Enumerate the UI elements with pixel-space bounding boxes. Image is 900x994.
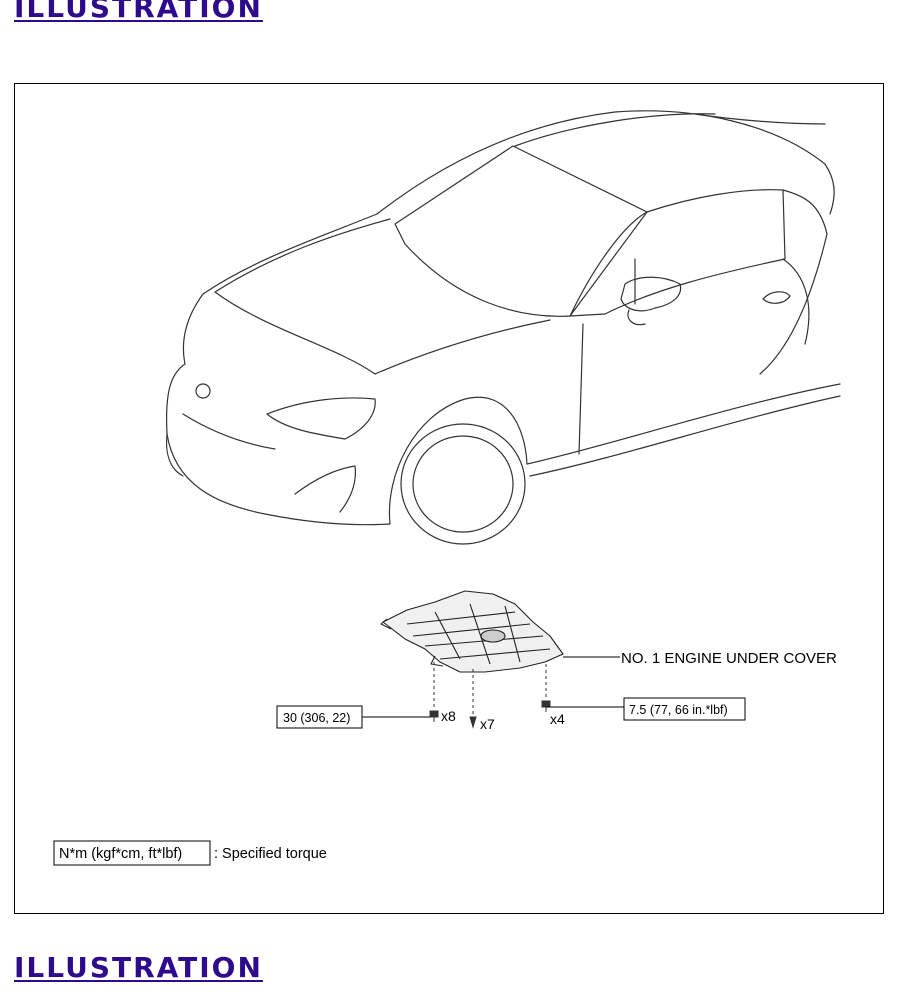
torque-box-left <box>276 705 363 729</box>
illustration-figure: NO. 1 ENGINE UNDER COVER 30 (306, 22) x8… <box>14 83 884 914</box>
legend-description: : Specified torque <box>214 846 327 862</box>
legend-box-text: N*m (kgf*cm, ft*lbf) <box>59 846 182 862</box>
engine-under-cover-part <box>380 590 564 673</box>
leader-lines <box>362 656 624 718</box>
qty-clip: x7 <box>480 716 495 732</box>
engine-under-cover-diagram: NO. 1 ENGINE UNDER COVER 30 (306, 22) x8… <box>53 110 841 866</box>
illustration-heading-bottom[interactable]: ILLUSTRATION <box>14 951 263 984</box>
torque-box-right <box>623 697 746 721</box>
bolt-lines <box>433 656 547 714</box>
illustration-heading-top[interactable]: ILLUSTRATION <box>14 0 263 24</box>
qty-bolt-left: x8 <box>441 708 456 724</box>
car-drawing <box>165 110 841 545</box>
legend-box <box>53 840 211 866</box>
qty-bolt-right: x4 <box>550 711 565 727</box>
part-label: NO. 1 ENGINE UNDER COVER <box>621 650 837 667</box>
torque-right-value: 7.5 (77, 66 in.*lbf) <box>629 703 728 717</box>
torque-left-value: 30 (306, 22) <box>283 711 350 725</box>
fastener-icons <box>429 700 551 729</box>
